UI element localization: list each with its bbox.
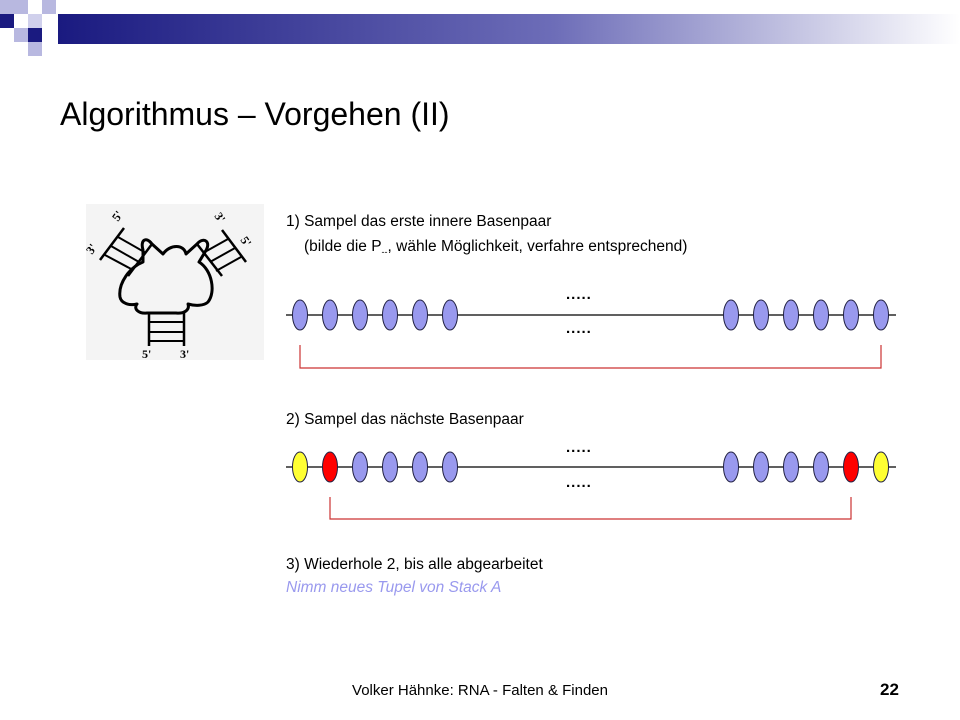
base-bead-default (723, 299, 739, 331)
ellipsis-1-bottom: ..... (566, 320, 592, 337)
step-2-label: 2) Sampel das nächste Basenpaar (286, 411, 524, 428)
base-bead-red (843, 451, 859, 483)
base-bead-default (723, 451, 739, 483)
base-bead-default (813, 299, 829, 331)
base-bead-default (352, 299, 368, 331)
base-bead-default (873, 299, 889, 331)
base-bead-default (442, 451, 458, 483)
label-bottom-5: 5' (142, 347, 151, 361)
base-bead-yellow (873, 451, 889, 483)
base-bead-default (753, 299, 769, 331)
slide-title: Algorithmus – Vorgehen (II) (60, 96, 450, 132)
step-1-label: 1) Sampel das erste innere Basenpaar (286, 213, 552, 230)
base-bead-yellow (292, 451, 308, 483)
page-number: 22 (880, 680, 899, 699)
pair-bracket-2 (329, 497, 852, 520)
base-bead-default (442, 299, 458, 331)
header-decoration (0, 0, 960, 56)
label-bottom-3: 3' (180, 347, 189, 361)
rna-multiloop-diagram: 5' 3' 3' 5' 5' 3' (83, 204, 264, 361)
base-bead-red (322, 451, 338, 483)
step-3-label: 3) Wiederhole 2, bis alle abgearbeitet (286, 556, 543, 573)
ellipsis-2-top: ..... (566, 439, 592, 456)
sequence-row-2 (286, 451, 896, 520)
base-bead-default (412, 299, 428, 331)
base-bead-default (322, 299, 338, 331)
pair-bracket-1 (299, 345, 882, 369)
step-1-subtext: (bilde die P--, wähle Möglichkeit, verfa… (304, 238, 688, 258)
base-bead-default (382, 451, 398, 483)
base-bead-default (292, 299, 308, 331)
base-bead-default (783, 451, 799, 483)
ellipsis-1-top: ..... (566, 286, 592, 303)
base-bead-default (843, 299, 859, 331)
base-bead-default (783, 299, 799, 331)
base-bead-default (813, 451, 829, 483)
base-bead-default (412, 451, 428, 483)
base-bead-default (352, 451, 368, 483)
step-3-note: Nimm neues Tupel von Stack A (286, 579, 502, 596)
base-bead-default (753, 451, 769, 483)
base-bead-default (382, 299, 398, 331)
sequence-row-1 (286, 299, 896, 369)
footer-author: Volker Hähnke: RNA - Falten & Finden (352, 682, 608, 699)
ellipsis-2-bottom: ..... (566, 474, 592, 491)
